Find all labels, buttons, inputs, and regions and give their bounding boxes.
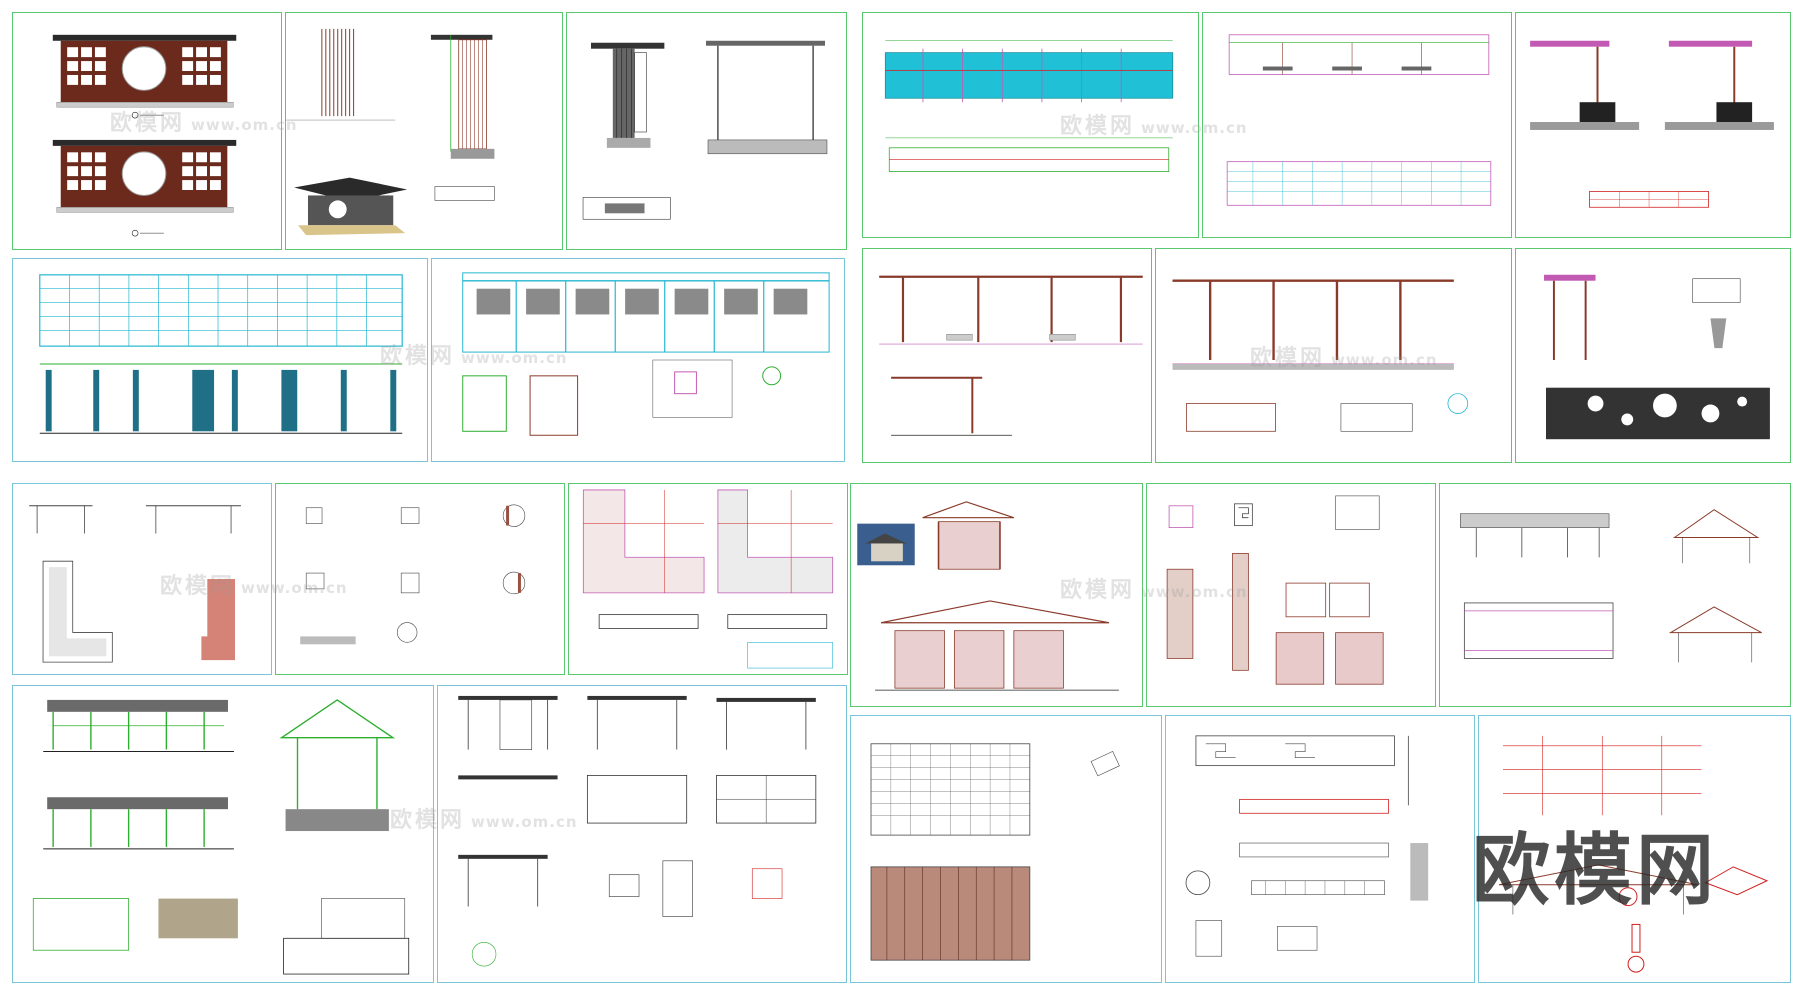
drawing-sheet-paving-grid[interactable] <box>568 483 848 675</box>
drawing-sheet-gate-sections[interactable] <box>566 12 847 250</box>
drawing-sheet-gable-pavilion[interactable] <box>1439 483 1791 707</box>
drawing-sheet-gate-elevation-photo[interactable] <box>850 483 1143 707</box>
brand-logo: 欧模网 <box>1472 826 1719 916</box>
drawing-sheet-pergola-sections[interactable] <box>437 685 847 983</box>
drawing-sheet-l-plan[interactable] <box>12 483 272 675</box>
drawing-sheet-moon-gate-elevations[interactable] <box>12 12 282 250</box>
drawing-sheet-grid-elevation[interactable] <box>12 258 428 462</box>
drawing-sheet-hip-roof-frame[interactable] <box>1478 715 1791 983</box>
drawing-sheet-cyan-roof-plan[interactable] <box>862 12 1199 238</box>
drawing-sheet-end-sections[interactable] <box>1515 12 1791 238</box>
drawing-sheet-lattice-details[interactable] <box>1146 483 1436 707</box>
drawing-sheet-roof-framing-plans[interactable] <box>850 715 1162 983</box>
drawing-sheet-colonnade-section[interactable] <box>862 248 1152 463</box>
drawing-sheet-long-elevation[interactable] <box>1202 12 1512 238</box>
drawing-sheet-pavilion-section-axo[interactable] <box>285 12 563 250</box>
drawing-sheet-colonnade-detail[interactable] <box>1155 248 1512 463</box>
drawing-sheet-column-details[interactable] <box>275 483 565 675</box>
drawing-sheet-chinese-pavilion-elevations[interactable] <box>12 685 434 983</box>
drawing-sheet-lattice-panels[interactable] <box>431 258 845 462</box>
drawing-sheet-circular-panel[interactable] <box>1515 248 1791 463</box>
drawing-sheet-timber-details[interactable] <box>1165 715 1475 983</box>
